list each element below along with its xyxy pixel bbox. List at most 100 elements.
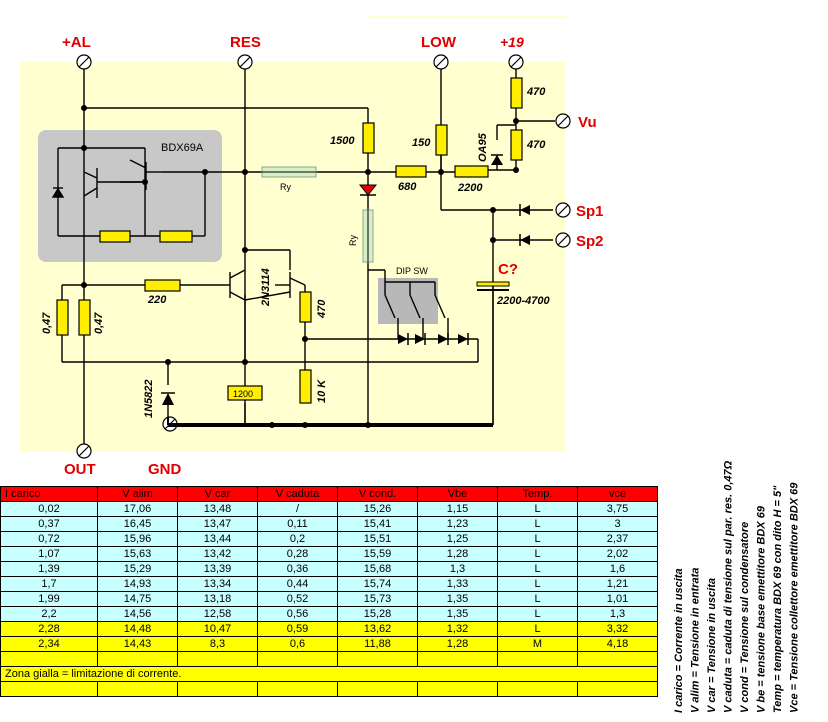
- terminal-al[interactable]: [76, 54, 92, 70]
- table-cell: L: [497, 591, 578, 607]
- terminal-out[interactable]: [76, 443, 92, 459]
- table-cell: 1,33: [417, 576, 498, 592]
- table-cell: 2,2: [0, 606, 98, 622]
- label-r047-a: 0,47: [41, 312, 53, 334]
- label-oa95: OA95: [477, 132, 489, 162]
- diode-oa95-icon: [491, 155, 503, 165]
- table-note: Zona gialla = limitazione di corrente.: [0, 666, 658, 682]
- table-cell: 10,47: [177, 621, 258, 637]
- label-dip-sw: DIP SW: [396, 266, 428, 276]
- resistor-box-right: [159, 230, 193, 243]
- table-cell: 13,62: [337, 621, 418, 637]
- table-row-empty: [0, 681, 658, 697]
- table-cell: M: [497, 636, 578, 652]
- label-2n3114: 2N3114: [260, 268, 272, 307]
- label-r1200: 1200: [233, 389, 253, 399]
- table-cell: 14,43: [97, 636, 178, 652]
- diode-sp2-icon: [520, 235, 530, 245]
- table-cell: 0,28: [257, 546, 338, 562]
- table-cell: 0,6: [257, 636, 338, 652]
- table-cell: 15,68: [337, 561, 418, 577]
- table-cell: 13,47: [177, 516, 258, 532]
- table-cell: L: [497, 561, 578, 577]
- resistor-047-a: [56, 299, 69, 336]
- resistor-470-low: [299, 291, 312, 323]
- header-v-cond: V cond.: [337, 486, 418, 502]
- table-cell: 1,3: [417, 561, 498, 577]
- table-cell: 4,18: [577, 636, 658, 652]
- label-ry2: Ry: [348, 235, 358, 246]
- label-low: LOW: [421, 34, 457, 51]
- label-r220: 220: [147, 294, 167, 306]
- label-r2200: 2200: [457, 182, 483, 194]
- terminal-vu[interactable]: [555, 113, 571, 129]
- table-cell: 1,32: [417, 621, 498, 637]
- label-out: OUT: [64, 461, 96, 478]
- header-vce: vce: [577, 486, 658, 502]
- resistor-680: [395, 165, 427, 178]
- label-r150: 150: [412, 137, 431, 149]
- terminal-sp1[interactable]: [555, 202, 571, 218]
- table-cell: L: [497, 576, 578, 592]
- table-cell: 16,45: [97, 516, 178, 532]
- legend-line: V alim = Tensione in entrata: [690, 568, 702, 713]
- table-cell: 0,56: [257, 606, 338, 622]
- table-cell: 15,96: [97, 531, 178, 547]
- header-v-caduta: V caduta: [257, 486, 338, 502]
- legend-line: Temp = temperatura BDX 69 con dito H = 5…: [772, 485, 784, 713]
- table-cell: 14,93: [97, 576, 178, 592]
- legend: I carico = Corrente in uscita V alim = Te…: [668, 430, 808, 717]
- label-r470-top: 470: [526, 86, 546, 98]
- table-cell: 3,75: [577, 501, 658, 517]
- header-v-alim: V alim: [97, 486, 178, 502]
- measurement-table: I carico V alim V car V caduta V cond. V…: [0, 486, 658, 697]
- table-cell: 1,28: [417, 546, 498, 562]
- table-cell: 1,6: [577, 561, 658, 577]
- terminal-19v[interactable]: [508, 54, 524, 70]
- table-cell: 1,35: [417, 591, 498, 607]
- table-cell: 14,75: [97, 591, 178, 607]
- label-gnd: GND: [148, 461, 182, 478]
- table-cell: 11,88: [337, 636, 418, 652]
- resistor-470-mid: [510, 129, 523, 161]
- terminal-low[interactable]: [433, 54, 449, 70]
- table-cell: 15,59: [337, 546, 418, 562]
- resistor-1200: [227, 385, 263, 401]
- junction-dots: [81, 105, 519, 428]
- table-cell: L: [497, 621, 578, 637]
- resistor-220: [144, 279, 181, 292]
- legend-line: V car = Tensione in uscita: [706, 578, 718, 713]
- label-r1500: 1500: [330, 135, 355, 147]
- resistor-150: [435, 124, 448, 156]
- table-cell: 15,63: [97, 546, 178, 562]
- table-cell: 0,72: [0, 531, 98, 547]
- table-cell: L: [497, 516, 578, 532]
- table-cell: 14,48: [97, 621, 178, 637]
- table-cell: 0,2: [257, 531, 338, 547]
- diode-led-icon: [358, 184, 378, 196]
- label-r680: 680: [398, 181, 417, 193]
- label-vu: Vu: [578, 114, 597, 131]
- table-cell: 1,99: [0, 591, 98, 607]
- label-res: RES: [230, 34, 261, 51]
- table-cell: 15,74: [337, 576, 418, 592]
- label-sp2: Sp2: [576, 233, 604, 250]
- label-al: +AL: [62, 34, 91, 51]
- terminal-res[interactable]: [237, 54, 253, 70]
- legend-line: I carico = Corrente in uscita: [673, 568, 685, 713]
- terminal-sp2[interactable]: [555, 232, 571, 248]
- table-cell: 15,73: [337, 591, 418, 607]
- capacitor-icon: [476, 281, 510, 291]
- table-cell: 2,37: [577, 531, 658, 547]
- table-cell: 0,37: [0, 516, 98, 532]
- table-cell: 0,52: [257, 591, 338, 607]
- circuit-schematic: +AL RES LOW +19 Vu Sp1 Sp2 OUT GND: [20, 16, 604, 478]
- resistor-1500: [362, 122, 375, 154]
- table-cell: 13,34: [177, 576, 258, 592]
